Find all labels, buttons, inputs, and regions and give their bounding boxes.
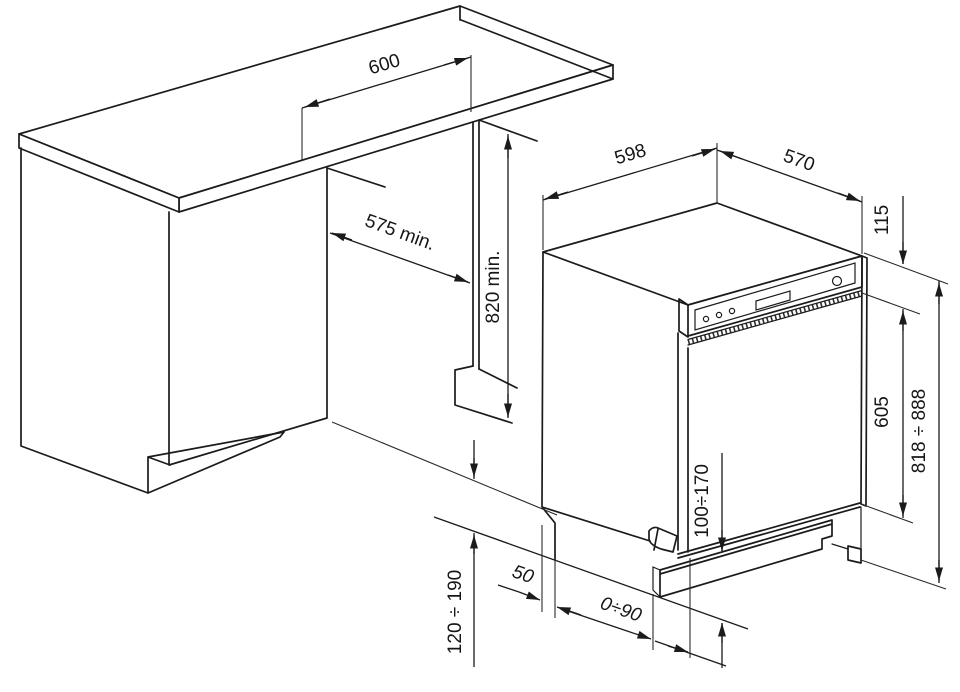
dim-label-100-170: 100÷170 bbox=[692, 464, 713, 538]
worktop-left-end bbox=[18, 133, 180, 213]
control-panel-end-cap bbox=[678, 298, 689, 338]
dim-cabinet-plinth: 120 ÷ 190 bbox=[331, 421, 558, 667]
dim-label-0-90: 0÷90 bbox=[597, 593, 644, 627]
dim-overall-height: 818 ÷ 888 bbox=[860, 281, 947, 590]
dim-label-120-190: 120 ÷ 190 bbox=[445, 570, 466, 654]
dim-label-605: 605 bbox=[872, 396, 893, 428]
dim-panel-height: 115 bbox=[861, 196, 949, 315]
door bbox=[687, 255, 868, 553]
dim-niche-height: 820 min. bbox=[483, 134, 512, 418]
panel-door-gap-hatch bbox=[687, 290, 863, 345]
dim-label-50: 50 bbox=[509, 561, 536, 588]
worktop-right-end-edges bbox=[459, 5, 614, 80]
floor-line bbox=[433, 516, 749, 630]
right-foot bbox=[847, 545, 862, 564]
dim-label-818-888: 818 ÷ 888 bbox=[909, 389, 930, 473]
dim-door-height: 605 bbox=[860, 309, 914, 524]
dim-label-598: 598 bbox=[612, 140, 648, 169]
niche-left-top-stub bbox=[326, 167, 386, 188]
panel-button-1 bbox=[702, 315, 710, 323]
plinth-left-cap bbox=[652, 566, 661, 598]
counter-unit bbox=[18, 5, 614, 494]
dishwasher-left-side bbox=[541, 251, 651, 561]
dimensions: 600 575 min. 820 min. 598 bbox=[301, 50, 949, 668]
control-panel-inner-bezel bbox=[694, 262, 856, 331]
side-panel-edges bbox=[472, 119, 538, 370]
panel-knob bbox=[831, 275, 843, 287]
panel-door-gap-edges bbox=[687, 289, 863, 346]
panel-button-3 bbox=[728, 307, 736, 315]
plinth bbox=[659, 519, 833, 598]
side-panel-foot-notch bbox=[454, 365, 518, 424]
dim-label-570: 570 bbox=[780, 146, 817, 177]
front-left-foot bbox=[648, 526, 678, 553]
dim-niche-depth: 575 min. bbox=[329, 211, 471, 284]
dishwasher bbox=[433, 202, 868, 630]
dim-base-inset: 50 bbox=[497, 525, 582, 618]
plinth-base-bridge bbox=[831, 506, 862, 550]
panel-button-2 bbox=[715, 311, 723, 319]
dim-label-115: 115 bbox=[872, 205, 893, 235]
cabinet-left-side bbox=[20, 147, 149, 494]
panel-display bbox=[755, 290, 791, 311]
door-bottom-edge bbox=[677, 502, 861, 559]
niche-side-panel bbox=[454, 119, 538, 424]
cabinet-front bbox=[168, 167, 328, 466]
cabinet-toe-kick bbox=[147, 431, 285, 494]
dim-label-820-min: 820 min. bbox=[483, 251, 504, 324]
dim-plinth-height: 100÷170 bbox=[692, 453, 726, 668]
